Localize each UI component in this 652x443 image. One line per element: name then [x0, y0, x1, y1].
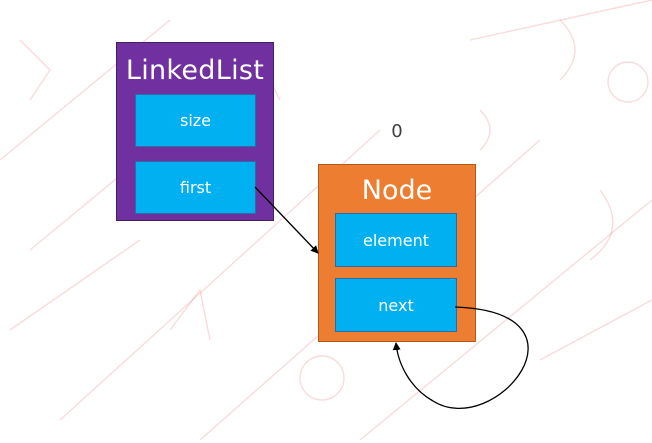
linkedlist-box: LinkedList size first [116, 42, 274, 221]
first-to-node-arrow [254, 186, 319, 254]
node-box: Node element next [318, 164, 476, 342]
field-next: next [335, 278, 457, 332]
node-index-label: 0 [391, 121, 403, 142]
field-first: first [135, 161, 256, 214]
linkedlist-title: LinkedList [125, 55, 265, 86]
node-title: Node [361, 175, 433, 206]
next-self-loop-arrow [392, 306, 529, 409]
field-size: size [135, 94, 256, 147]
field-element: element [335, 213, 457, 267]
